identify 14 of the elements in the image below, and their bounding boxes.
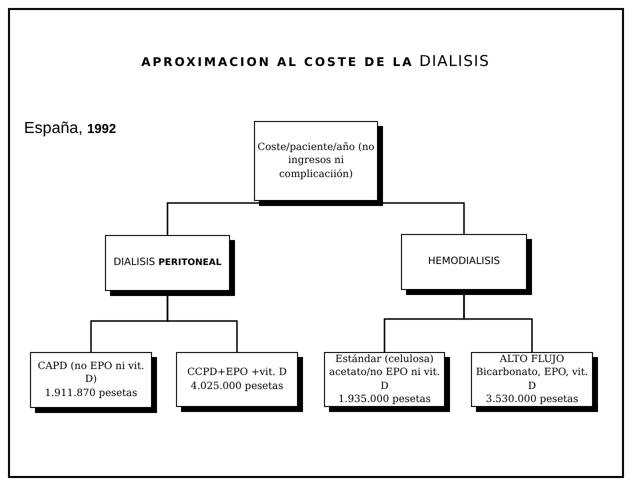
box-text: DIALISIS PERITONEAL bbox=[113, 256, 222, 270]
box-text: CCPD+EPO +vit. D bbox=[187, 366, 287, 380]
box-text: 3.530.000 pesetas bbox=[486, 393, 578, 406]
box-text: HEMODIALISIS bbox=[428, 255, 500, 269]
box-text: Coste/paciente/año (no ingresos ni complicaciión) bbox=[257, 140, 375, 182]
box-text: 1.911.870 pesetas bbox=[44, 386, 138, 400]
box-text: 4.025.000 pesetas bbox=[190, 380, 284, 393]
box-text: ALTO FLUJO Bicarbonato, EPO, vit. D bbox=[474, 352, 590, 393]
note: España, 1992 bbox=[24, 120, 116, 138]
box-text: 1.935.000 pesetas bbox=[338, 393, 431, 406]
title: APROXIMACION AL COSTE DE LA DIALISIS bbox=[140, 52, 491, 70]
box-text: Estándar (celulosa) acetato/no EPO ni vit. D bbox=[328, 352, 441, 393]
connector-line bbox=[463, 295, 533, 352]
box-text: CAPD (no EPO ni vit. D) bbox=[36, 360, 146, 387]
